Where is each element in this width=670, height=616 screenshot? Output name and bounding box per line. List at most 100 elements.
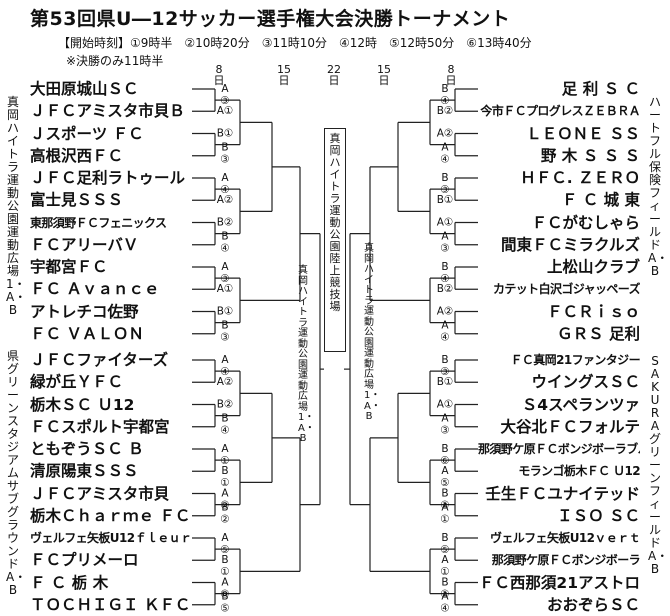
round-label-final-22: 22日 — [327, 63, 341, 87]
team-right-19: 壬生ＦＣユナイテッド — [485, 484, 640, 503]
match-label-right-14: A① — [437, 399, 454, 411]
team-right-13: ＦＣ真岡21ファンタジー — [510, 353, 640, 367]
team-left-13: ＪＦＣファイターズ — [30, 351, 169, 369]
team-right-11: ＦＣＲｉｓｏ — [546, 302, 640, 321]
team-right-20: ＩＳＯ ＳＣ — [557, 506, 640, 525]
team-left-1: 大田原城山ＳＣ — [30, 80, 139, 98]
venue-final: 真岡ハイトラ運動公園陸上競技場 — [329, 132, 341, 313]
team-left-14: 緑が丘ＹＦＣ — [30, 373, 124, 392]
match-label-left-2: B① — [217, 128, 234, 140]
team-right-10: カテット白沢ゴジャッペーズ — [492, 282, 640, 297]
match-label-right-10: A② — [437, 306, 454, 318]
match-label-left-5: A② — [217, 194, 234, 206]
venue-right-bottom: SAKURAグリーンフィールドA・B — [648, 354, 669, 576]
match-label-left-10: B① — [217, 306, 234, 318]
team-left-11: アトレチコ佐野 — [30, 302, 139, 321]
match-label-right-13: B① — [437, 376, 454, 388]
team-left-7: 東那須野ＦＣフェニックス — [30, 215, 167, 230]
team-right-1: 足 利 Ｓ Ｃ — [561, 80, 640, 98]
round-label-left-8: 8日 — [213, 63, 225, 87]
venue-left-bottom: 県グリーンスタジアムサブグラウンドA・B — [6, 349, 27, 597]
round-label-left-15: 15日 — [277, 63, 291, 87]
team-right-24: おおぞらＳＣ — [546, 595, 640, 614]
page-title: 第53回県U―12サッカー選手権大会決勝トーナメント — [30, 8, 511, 30]
team-left-18: 清原陽東ＳＳＳ — [30, 462, 139, 481]
team-left-12: ＦＣ ＶＡＬＯＮ — [30, 324, 144, 343]
team-left-5: ＪＦＣ足利ラトゥール — [30, 169, 186, 187]
team-left-16: ＦＣスポルト宇都宮 — [30, 417, 170, 436]
venue-left-top: 真岡ハイトラ運動公園運動広場1・A・B — [6, 95, 27, 317]
team-left-20: 栃木Ｃｈａｒｍｅ ＦＣ — [30, 506, 190, 525]
start-times: 【開始時刻】①9時半 ②10時20分 ③11時10分 ④12時 ⑤12時50分 … — [58, 36, 532, 50]
match-label-right-1: B② — [437, 105, 454, 117]
team-right-9: 上松山クラブ — [546, 258, 640, 276]
team-left-21: ヴェルフェ矢板U12ｆｌｅｕｒ — [30, 531, 190, 545]
round-label-right-8: 8日 — [445, 63, 457, 87]
team-right-15: Ｓ4スペランツァ — [521, 395, 640, 414]
match-label-left-1: A① — [217, 105, 234, 117]
team-right-7: ＦＣがむしゃら — [531, 213, 640, 232]
team-right-12: ＧＲＳ 足利 — [557, 324, 640, 343]
venue-center-right: 真岡ハイトラ運動公園運動広場1・A・B — [364, 243, 381, 422]
team-right-14: ウイングスＳＣ — [531, 373, 640, 392]
team-left-8: ＦＣアリーバＶ — [30, 235, 139, 254]
team-right-21: ヴェルフェ矢板U12ｖｅｒｔ — [489, 531, 640, 545]
team-left-23: Ｆ Ｃ 栃 木 — [30, 573, 109, 592]
team-left-24: ＴＯＣＨＩＧＩ ＫＦＣ — [30, 595, 190, 614]
team-right-6: Ｆ Ｃ 城 東 — [561, 191, 640, 210]
match-label-right-2: A② — [437, 128, 454, 140]
team-right-23: ＦＣ西那須21アストロ — [478, 573, 640, 592]
team-left-4: 高根沢西ＦＣ — [30, 146, 124, 165]
match-label-right-6: A① — [437, 217, 454, 229]
team-left-9: 宇都宮ＦＣ — [30, 258, 108, 276]
team-right-16: 大谷北ＦＣフォルテ — [500, 417, 640, 436]
team-left-6: 富士見ＳＳＳ — [30, 191, 124, 210]
team-left-19: ＪＦＣアミスタ市貝 — [30, 484, 170, 503]
match-label-left-9: A① — [217, 283, 234, 295]
team-right-17: 那須野ケ原ＦＣボンジボーラブルー — [478, 442, 640, 456]
team-left-22: ＦＣプリメーロ — [30, 551, 139, 570]
match-label-right-5: B① — [437, 194, 454, 206]
team-right-5: ＨＦＣ. ＺＥＲＯ — [520, 169, 640, 187]
team-right-3: ＬＥＯＮＥ ＳＳ — [526, 124, 640, 143]
team-right-22: 那須野ケ原ＦＣボンジボーラ — [491, 553, 640, 568]
venue-right-top: ハートフル保険フィールドA・B — [648, 95, 669, 278]
round-label-right-15: 15日 — [377, 63, 391, 87]
team-right-8: 間東ＦＣミラクルズ — [500, 235, 640, 254]
venue-center-left: 真岡ハイトラ運動公園運動広場1・A・B — [298, 265, 315, 444]
team-right-4: 野 木 Ｓ Ｓ Ｓ — [540, 146, 640, 165]
team-right-2: 今市ＦＣプログレスＺＥＢＲＡ — [480, 104, 640, 119]
team-left-15: 栃木ＳＣ Ｕ12 — [30, 395, 135, 414]
team-left-10: ＦＣ Ａｖａｎｃｅ — [30, 280, 160, 299]
final-note: ※決勝のみ11時半 — [66, 54, 164, 68]
match-label-left-13: A② — [217, 376, 234, 388]
